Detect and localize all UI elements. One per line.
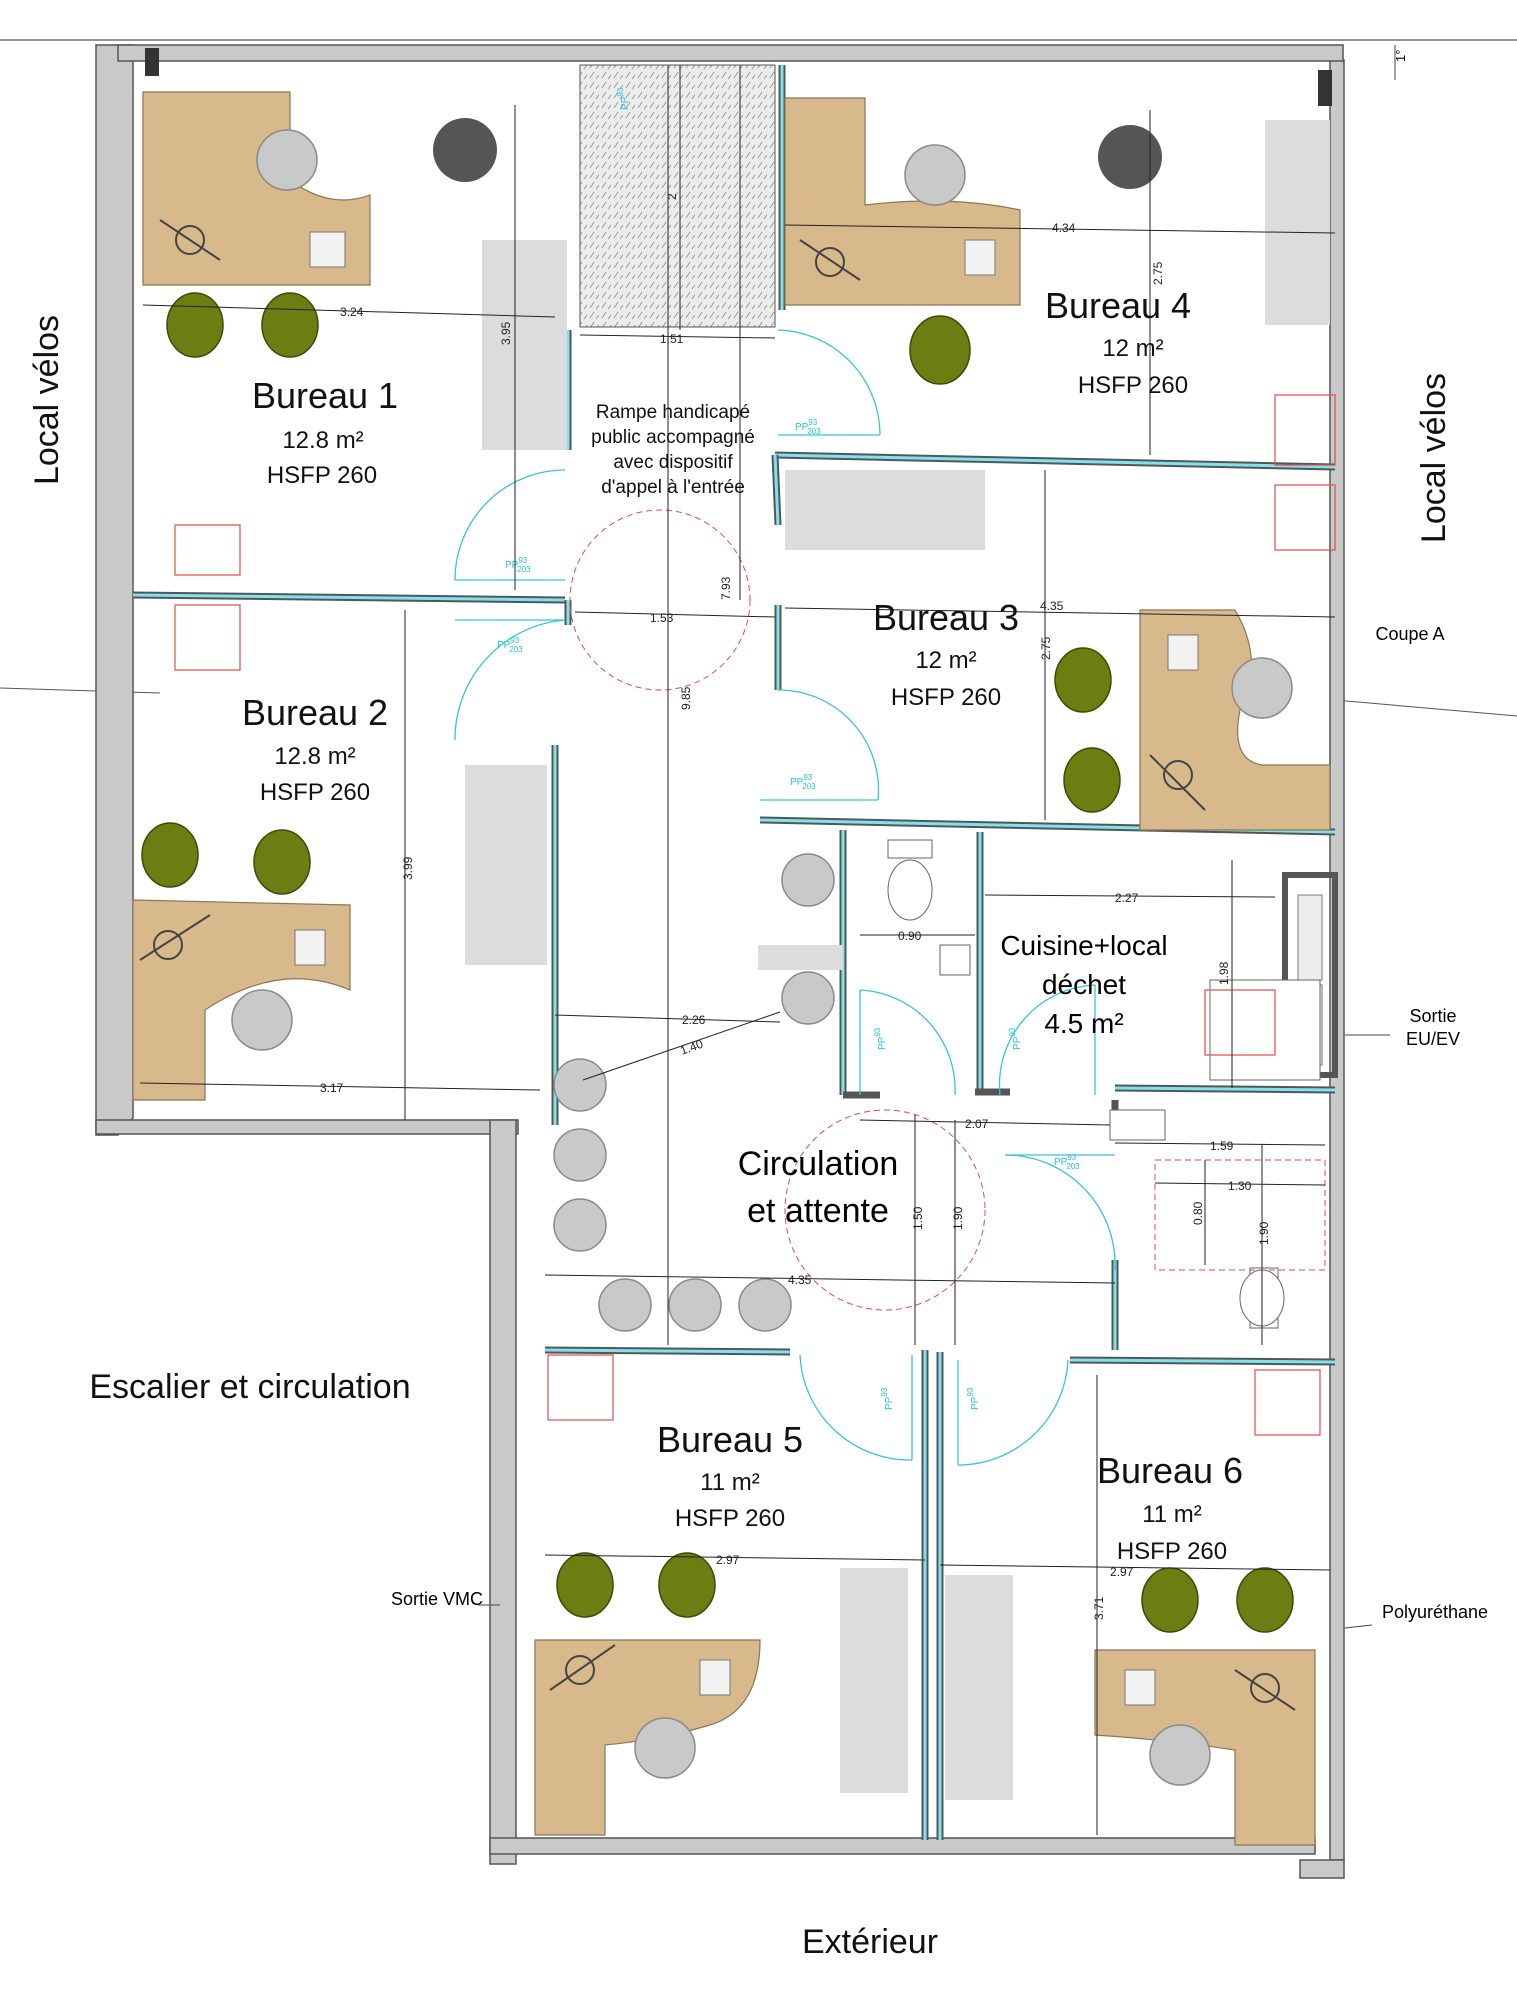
- ramp-note-line: public accompagné: [591, 427, 755, 448]
- desks: [132, 91, 1331, 1846]
- dim-label: 2.27: [1115, 891, 1139, 905]
- door-label-6: PP93: [873, 1027, 888, 1050]
- dim-label: 1.90: [951, 1206, 965, 1230]
- exterior-walls: [95, 44, 1345, 1879]
- dim-label: 2.26: [682, 1013, 706, 1027]
- ramp-area: [579, 64, 776, 328]
- sortie-eu-label-line1: Sortie: [1409, 1006, 1456, 1026]
- room-height-bureau-1: HSFP 260: [267, 462, 377, 489]
- dim-label: 1.50: [911, 1206, 925, 1230]
- dimension-lines: [139, 65, 1336, 1835]
- dimension-labels: 3.24 3.95 1.51 2 4.34 2.75 1.53 7.93 9.8…: [320, 193, 1271, 1620]
- kitchen-area: 4.5 m²: [1044, 1008, 1123, 1039]
- dim-label: 3.71: [1092, 1596, 1106, 1620]
- dim-label: 1.51: [660, 332, 684, 346]
- room-height-bureau-3: HSFP 260: [891, 684, 1001, 711]
- dim-label: 1.59: [1210, 1139, 1234, 1153]
- room-height-bureau-2: HSFP 260: [260, 779, 370, 806]
- dim-label: 1.40: [678, 1037, 705, 1058]
- sortie-vmc-label: Sortie VMC: [391, 1589, 483, 1609]
- dim-label: 1.53: [650, 611, 674, 625]
- room-area-bureau-6: 11 m²: [1142, 1501, 1202, 1528]
- dim-label: 2.07: [965, 1117, 989, 1131]
- room-height-bureau-5: HSFP 260: [675, 1505, 785, 1532]
- room-labels: Bureau 1 12.8 m² HSFP 260 Bureau 2 12.8 …: [242, 285, 1243, 1565]
- polyurethane-label: Polyuréthane: [1382, 1602, 1488, 1622]
- storage-units: [465, 120, 1330, 1800]
- escalier-label: Escalier et circulation: [89, 1368, 410, 1406]
- annotations: Coupe A Sortie EU/EV Sortie VMC Polyurét…: [391, 45, 1488, 1629]
- dim-label: 0.90: [898, 929, 922, 943]
- dim-label: 1.90: [1257, 1221, 1271, 1245]
- dim-label: 4.34: [1052, 221, 1076, 235]
- ramp-note-line: avec dispositif: [613, 452, 733, 473]
- dim-label: 2.97: [716, 1553, 740, 1567]
- local-velos-left-label: Local vélos: [28, 315, 66, 485]
- dim-label: 3.99: [401, 856, 415, 880]
- door-label-8: PP93: [880, 1387, 895, 1410]
- dim-label: 4.35: [1040, 599, 1064, 613]
- dim-label: 9.85: [679, 686, 693, 710]
- circulation-label-line1: Circulation: [738, 1145, 899, 1183]
- room-height-bureau-4: HSFP 260: [1078, 372, 1188, 399]
- dim-label: 3.95: [499, 321, 513, 345]
- dim-label: 7.93: [719, 576, 733, 600]
- sanitary: [887, 839, 1321, 1329]
- exterior-labels: Local vélos Local vélos Escalier et circ…: [28, 315, 1453, 1961]
- door-label-10: PP93: [616, 87, 631, 110]
- kitchen-label-line2: déchet: [1042, 969, 1126, 1000]
- door-label-9: PP93: [966, 1387, 981, 1410]
- room-name-bureau-3: Bureau 3: [873, 597, 1019, 638]
- room-name-bureau-4: Bureau 4: [1045, 285, 1191, 326]
- room-name-bureau-2: Bureau 2: [242, 692, 388, 733]
- room-area-bureau-2: 12.8 m²: [274, 743, 355, 770]
- room-name-bureau-5: Bureau 5: [657, 1419, 803, 1460]
- room-height-bureau-6: HSFP 260: [1117, 1538, 1227, 1565]
- dim-label: 2.75: [1151, 261, 1165, 285]
- local-velos-right-label: Local vélos: [1415, 373, 1453, 543]
- sortie-eu-label-line2: EU/EV: [1406, 1029, 1460, 1049]
- dim-label: 3.17: [320, 1081, 344, 1095]
- exterieur-label: Extérieur: [802, 1923, 938, 1961]
- room-name-bureau-6: Bureau 6: [1097, 1450, 1243, 1491]
- dim-label: 3.24: [340, 305, 364, 319]
- circulation-label-line2: et attente: [747, 1192, 889, 1230]
- coupe-a-label: Coupe A: [1375, 624, 1444, 644]
- door-label-7: PP93: [1008, 1027, 1023, 1050]
- kitchen-label-line1: Cuisine+local: [1000, 930, 1167, 961]
- dim-label: 2: [665, 193, 679, 200]
- chairs: [141, 118, 1294, 1786]
- dim-label: 1.30: [1228, 1179, 1252, 1193]
- dim-label: 1.98: [1217, 961, 1231, 985]
- room-area-bureau-5: 11 m²: [700, 1469, 760, 1496]
- room-area-bureau-4: 12 m²: [1102, 335, 1163, 362]
- ramp-note-line: d'appel à l'entrée: [601, 477, 745, 498]
- room-area-bureau-3: 12 m²: [915, 647, 976, 674]
- slope-label: 1°: [1393, 50, 1408, 62]
- room-name-bureau-1: Bureau 1: [252, 375, 398, 416]
- ramp-note: Rampe handicapé public accompagné avec d…: [591, 402, 755, 498]
- accessibility-fixtures: [174, 394, 1336, 1436]
- dim-label: 2.75: [1039, 636, 1053, 660]
- ramp-note-line: Rampe handicapé: [596, 402, 750, 423]
- dim-label: 0.80: [1191, 1201, 1205, 1225]
- dim-label: 4.35: [788, 1273, 812, 1287]
- dim-label: 2.97: [1110, 1565, 1134, 1579]
- doors: [454, 329, 1116, 1466]
- room-area-bureau-1: 12.8 m²: [282, 427, 363, 454]
